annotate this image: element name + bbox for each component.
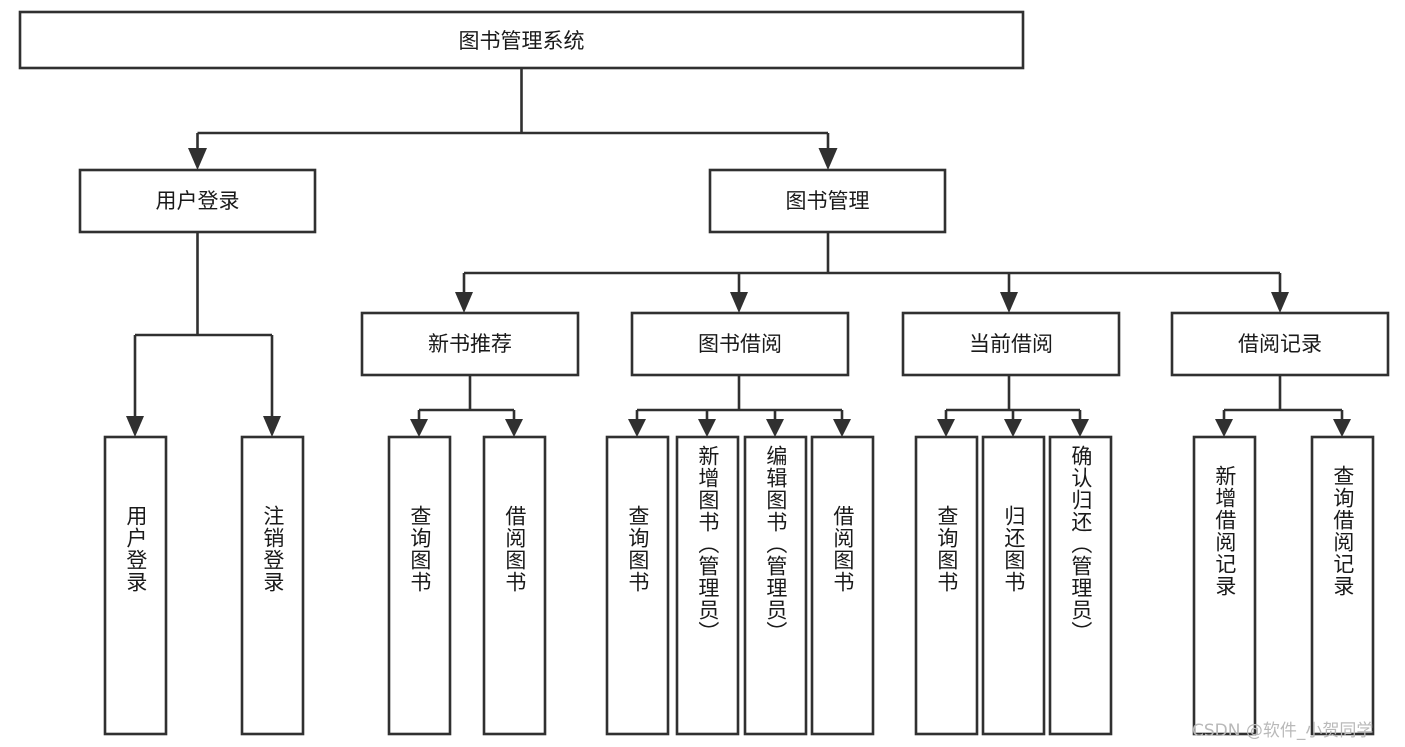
leaf-query-borrow-record-label: 查询借阅记录: [1330, 465, 1355, 597]
arrowhead-leaf-edit-book: [766, 419, 784, 437]
arrowhead-leaf-add-borrow-record: [1215, 419, 1233, 437]
arrowhead-leaf-user-login: [126, 416, 144, 437]
node-borrow-record[interactable]: 借阅记录: [1170, 311, 1390, 377]
connector-group-book-borrow-to-leaves: [628, 375, 851, 437]
node-book-borrow-label: 图书借阅: [698, 332, 782, 356]
leaf-add-borrow-record-box[interactable]: [1192, 435, 1257, 736]
leaf-edit-book-box[interactable]: [743, 435, 808, 736]
leaf-logout-box[interactable]: [240, 435, 305, 736]
arrowhead-leaf-return-book: [1004, 419, 1022, 437]
node-user-login-label: 用户登录: [156, 189, 240, 213]
node-new-book-recommend-label: 新书推荐: [428, 332, 512, 356]
leaf-user-login-box[interactable]: [103, 435, 168, 736]
node-book-management-label: 图书管理: [786, 189, 870, 213]
leaf-borrow-book-label: 借阅图书: [830, 505, 855, 593]
arrowhead-borrow-record: [1271, 292, 1289, 313]
node-new-book-recommend[interactable]: 新书推荐: [360, 311, 580, 377]
node-user-login[interactable]: 用户登录: [78, 168, 317, 234]
node-book-borrow-box[interactable]: [630, 311, 850, 377]
leaf-return-book-label: 归还图书: [1001, 505, 1026, 593]
connector-group-borrow-record-to-leaves: [1215, 375, 1351, 437]
arrowhead-book-borrow: [730, 292, 748, 313]
leaf-query-book-recommend-box[interactable]: [387, 435, 452, 736]
leaf-confirm-return-box[interactable]: [1048, 435, 1113, 736]
leaf-query-book-current-box[interactable]: [914, 435, 979, 736]
leaf-add-book-label: 新增图书（管理员）: [695, 445, 720, 643]
arrowhead-leaf-confirm-return: [1071, 419, 1089, 437]
node-borrow-record-box[interactable]: [1170, 311, 1390, 377]
connector-group-new-book-recommend-to-leaves: [410, 375, 523, 437]
leaf-query-borrow-record-box[interactable]: [1310, 435, 1375, 736]
node-root-label: 图书管理系统: [459, 29, 585, 53]
node-borrow-record-label: 借阅记录: [1238, 332, 1322, 356]
arrowhead-leaf-query-book-borrow: [628, 419, 646, 437]
arrowhead-leaf-add-book: [698, 419, 716, 437]
leaf-edit-book-label: 编辑图书（管理员）: [763, 445, 788, 643]
leaf-query-book-current-label: 查询图书: [934, 505, 959, 593]
arrowhead-current-borrow: [1000, 292, 1018, 313]
leaf-boxes: [103, 435, 1375, 736]
connector-group-book-management-to-level3: [455, 232, 1289, 313]
leaf-logout-label: 注销登录: [260, 505, 285, 593]
arrowhead-new-book-recommend: [455, 292, 473, 313]
connector-group-root-to-level2: [188, 68, 838, 170]
arrowhead-book-management: [818, 148, 838, 170]
connector-group-user-login-to-leaves: [126, 232, 281, 437]
leaf-return-book-box[interactable]: [981, 435, 1046, 736]
arrowhead-leaf-query-borrow-record: [1333, 419, 1351, 437]
node-user-login-box[interactable]: [78, 168, 317, 234]
arrowhead-user-login: [188, 148, 207, 170]
leaf-borrow-book-recommend-label: 借阅图书: [502, 505, 527, 593]
arrowhead-leaf-query-book-recommend: [410, 419, 428, 437]
connector-group-current-borrow-to-leaves: [937, 375, 1089, 437]
leaf-borrow-book-box[interactable]: [810, 435, 875, 736]
leaf-query-book-recommend-label: 查询图书: [407, 505, 432, 593]
node-current-borrow-box[interactable]: [901, 311, 1121, 377]
leaf-query-book-borrow-label: 查询图书: [625, 505, 650, 593]
arrowhead-leaf-borrow-book: [833, 419, 851, 437]
leaf-user-login-label: 用户登录: [123, 505, 148, 593]
csdn-watermark: CSDN @软件_小贺同学: [1192, 721, 1374, 741]
arrowhead-leaf-borrow-book-recommend: [505, 419, 523, 437]
node-current-borrow-label: 当前借阅: [969, 332, 1053, 356]
leaf-confirm-return-label: 确认归还（管理员）: [1068, 445, 1093, 643]
arrowhead-leaf-logout: [263, 416, 281, 437]
leaf-query-book-borrow-box[interactable]: [605, 435, 670, 736]
node-current-borrow[interactable]: 当前借阅: [901, 311, 1121, 377]
arrowhead-leaf-query-book-current: [937, 419, 955, 437]
leaf-add-borrow-record-label: 新增借阅记录: [1212, 465, 1237, 597]
node-new-book-recommend-box[interactable]: [360, 311, 580, 377]
node-root-box[interactable]: [18, 10, 1025, 70]
node-root[interactable]: 图书管理系统: [18, 10, 1025, 70]
leaf-borrow-book-recommend-box[interactable]: [482, 435, 547, 736]
node-book-management-box[interactable]: [708, 168, 947, 234]
node-book-borrow[interactable]: 图书借阅: [630, 311, 850, 377]
node-book-management[interactable]: 图书管理: [708, 168, 947, 234]
leaf-add-book-box[interactable]: [675, 435, 740, 736]
